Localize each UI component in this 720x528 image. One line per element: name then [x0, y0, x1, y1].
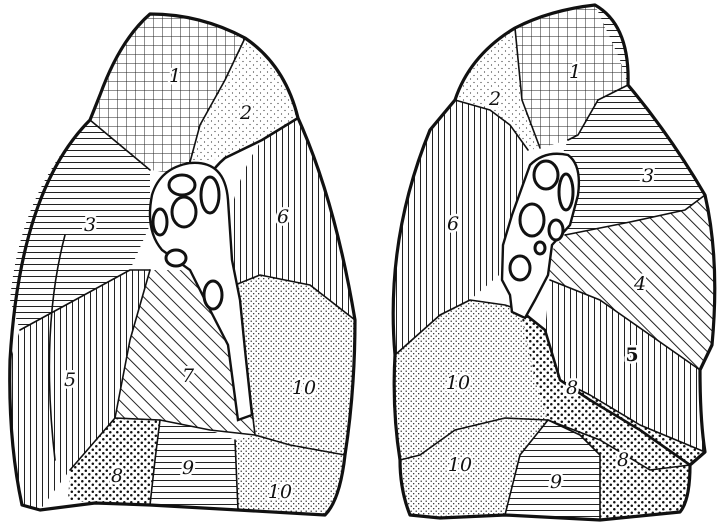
left-label-segment-3: 3 [84, 214, 96, 236]
right-hilum-vessel [510, 256, 530, 280]
right-label-segment-8-upper: 8 [566, 377, 578, 399]
right-label-segment-2: 2 [488, 88, 501, 110]
right-hilum-vessel [535, 242, 545, 254]
left-label-segment-7: 7 [182, 365, 195, 387]
right-hilum-vessel [549, 220, 563, 240]
right-label-segment-10-upper: 10 [446, 372, 470, 394]
right-label-segment-1: 1 [569, 61, 581, 83]
left-hilum-vessel [172, 197, 196, 227]
left-hilum-vessel [204, 281, 222, 309]
right-label-segment-10-lower: 10 [448, 454, 472, 476]
left-hilum-vessel [166, 250, 186, 266]
right-label-segment-6: 6 [447, 213, 459, 235]
left-label-segment-8: 8 [111, 465, 123, 487]
left-label-segment-5: 5 [64, 369, 76, 391]
left-hilum-vessel [169, 175, 195, 195]
right-hilum-vessel [534, 161, 558, 189]
left-hilum-vessel [201, 177, 219, 213]
right-hilum-vessel [520, 204, 544, 236]
right-label-segment-4: 4 [633, 273, 646, 295]
right-label-segment-9: 9 [550, 471, 562, 493]
left-label-segment-2: 2 [239, 102, 252, 124]
right-hilum-vessel [559, 174, 573, 210]
left-label-segment-10-lower: 10 [268, 481, 292, 503]
left-lung: 1 2 3 5 6 7 8 9 10 10 [10, 14, 355, 515]
left-label-segment-9: 9 [182, 457, 194, 479]
left-label-segment-1: 1 [169, 65, 181, 87]
right-lung: 1 2 3 4 5 6 8 8 9 10 10 [393, 5, 715, 520]
right-label-segment-8-lower: 8 [617, 449, 629, 471]
left-hilum-vessel [153, 209, 167, 235]
right-label-segment-3: 3 [642, 165, 654, 187]
right-label-segment-5: 5 [625, 344, 638, 366]
left-label-segment-10-upper: 10 [292, 377, 316, 399]
left-label-segment-6: 6 [277, 206, 289, 228]
